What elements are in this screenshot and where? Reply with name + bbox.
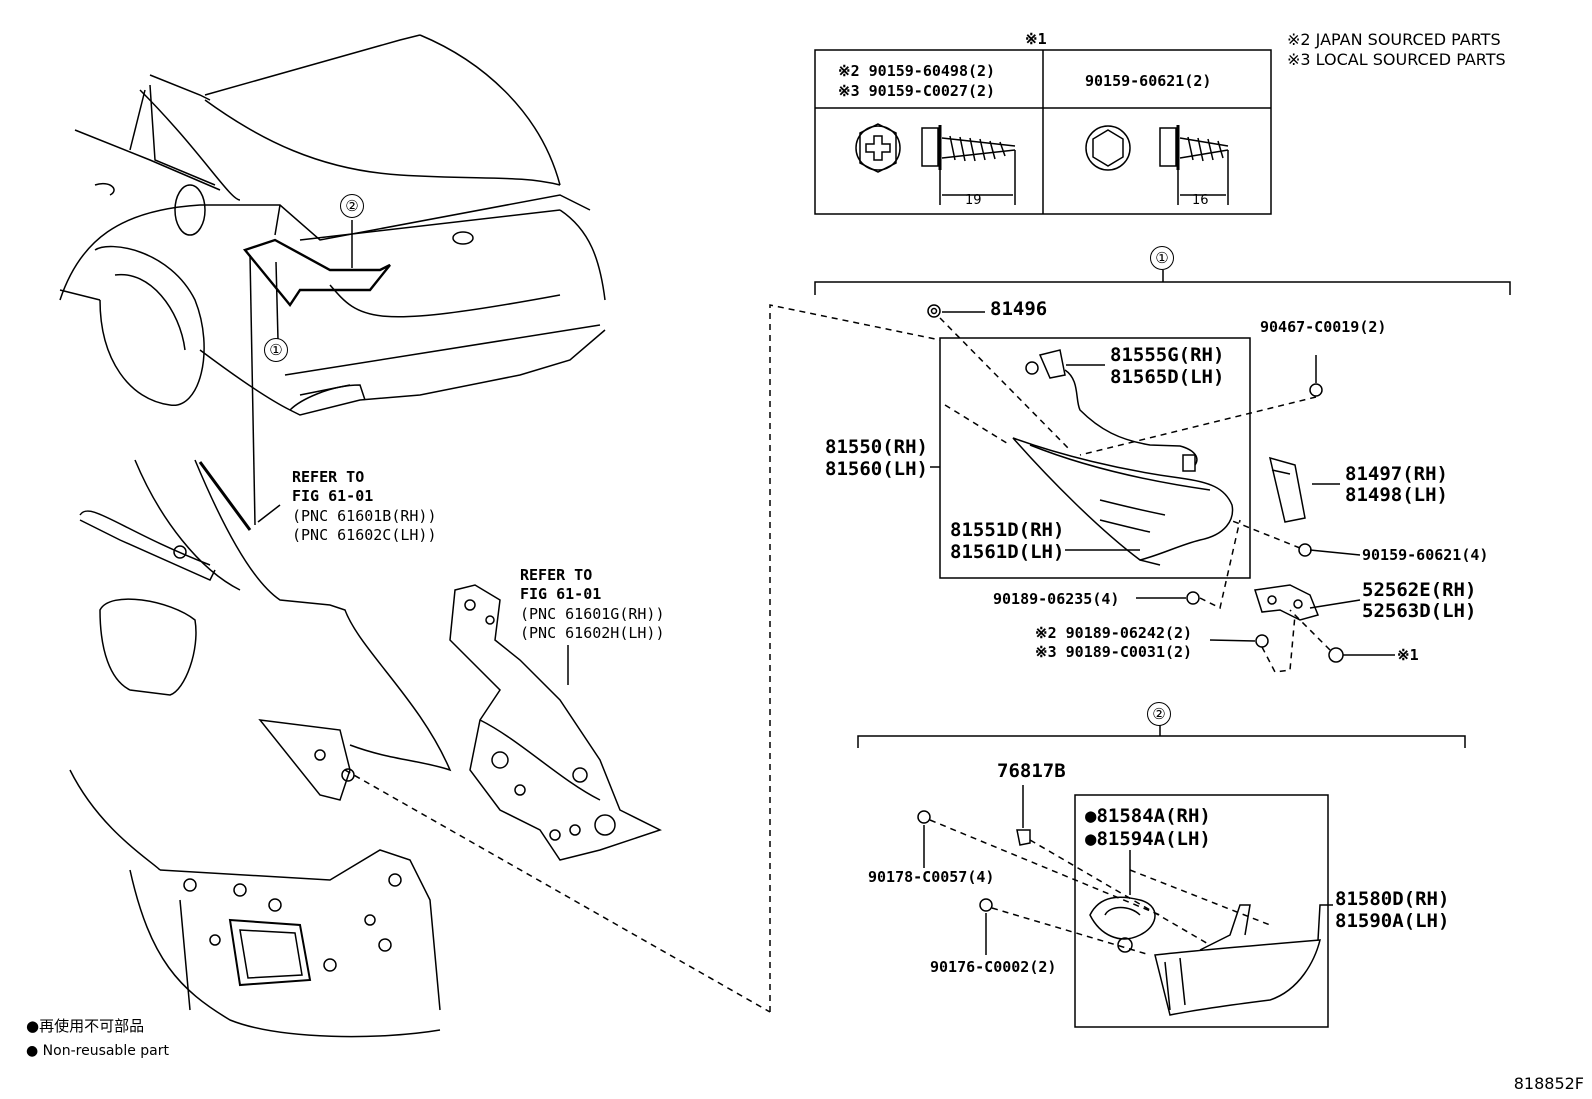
part-81580d[interactable]: 81580D(RH) — [1335, 888, 1450, 910]
part-81496[interactable]: 81496 — [990, 298, 1048, 320]
part-81498[interactable]: 81498(LH) — [1345, 484, 1448, 506]
table-marker: ※1 — [1025, 30, 1047, 48]
part-90159-60621[interactable]: 90159-60621(4) — [1362, 546, 1489, 564]
tail-lamp-illustration — [1012, 349, 1320, 621]
callout-2-car[interactable]: ② — [340, 194, 364, 218]
part-81555g[interactable]: 81555G(RH) — [1110, 344, 1225, 366]
part-81560[interactable]: 81560(LH) — [825, 458, 928, 480]
screw-left-illustration — [855, 123, 1016, 205]
refer1-line1: REFER TO — [292, 468, 365, 486]
callout-1-group[interactable]: ① — [1150, 246, 1174, 270]
inner-lamp-illustration — [1016, 829, 1321, 1016]
refer2-line4: (PNC 61602H(LH)) — [520, 624, 665, 642]
refer2-line3: (PNC 61601G(RH)) — [520, 605, 665, 623]
dimension-right: 16 — [1192, 193, 1209, 208]
footnote-english: ● Non-reusable part — [26, 1043, 169, 1059]
rear-car-illustration — [59, 34, 606, 416]
callout-2-group[interactable]: ② — [1147, 702, 1171, 726]
table-right-line1[interactable]: 90159-60621(2) — [1085, 72, 1212, 90]
part-90178-c0057[interactable]: 90178-C0057(4) — [868, 868, 995, 886]
part-81551d[interactable]: 81551D(RH) — [950, 519, 1065, 541]
dimension-left: 19 — [965, 193, 982, 208]
part-81550[interactable]: 81550(RH) — [825, 436, 928, 458]
part-90189-06235[interactable]: 90189-06235(4) — [993, 590, 1120, 608]
refer1-line3: (PNC 61601B(RH)) — [292, 507, 437, 525]
refer1-line2: FIG 61-01 — [292, 487, 374, 505]
figure-code: 818852F — [1513, 1074, 1584, 1093]
table-left-line2[interactable]: ※3 90159-C0027(2) — [838, 82, 996, 100]
part-90189-c0031[interactable]: ※3 90189-C0031(2) — [1035, 643, 1193, 661]
legend-japan: ※2 JAPAN SOURCED PARTS — [1287, 30, 1501, 49]
callout-1-car[interactable]: ① — [264, 338, 288, 362]
part-90176-c0002[interactable]: 90176-C0002(2) — [930, 958, 1057, 976]
quarter-panel-illustration — [449, 584, 662, 861]
part-star1-ref[interactable]: ※1 — [1397, 646, 1419, 664]
screw-right-illustration — [1085, 125, 1229, 205]
legend-local: ※3 LOCAL SOURCED PARTS — [1287, 50, 1506, 69]
refer2-line1: REFER TO — [520, 566, 593, 584]
part-81594a[interactable]: ●81594A(LH) — [1085, 828, 1211, 850]
part-52563d[interactable]: 52563D(LH) — [1362, 600, 1477, 622]
part-81497[interactable]: 81497(RH) — [1345, 463, 1448, 485]
part-81561d[interactable]: 81561D(LH) — [950, 541, 1065, 563]
part-52562e[interactable]: 52562E(RH) — [1362, 579, 1477, 601]
part-81565d[interactable]: 81565D(LH) — [1110, 366, 1225, 388]
part-76817b[interactable]: 76817B — [997, 760, 1066, 782]
table-left-line1[interactable]: ※2 90159-60498(2) — [838, 62, 996, 80]
part-81590a[interactable]: 81590A(LH) — [1335, 910, 1450, 932]
refer1-line4: (PNC 61602C(LH)) — [292, 526, 437, 544]
body-side-illustration — [69, 254, 452, 1038]
part-90467-c0019[interactable]: 90467-C0019(2) — [1260, 318, 1387, 336]
footnote-japanese: ●再使用不可部品 — [26, 1017, 145, 1035]
refer2-line2: FIG 61-01 — [520, 585, 602, 603]
part-81584a[interactable]: ●81584A(RH) — [1085, 805, 1211, 827]
part-90189-06242[interactable]: ※2 90189-06242(2) — [1035, 624, 1193, 642]
